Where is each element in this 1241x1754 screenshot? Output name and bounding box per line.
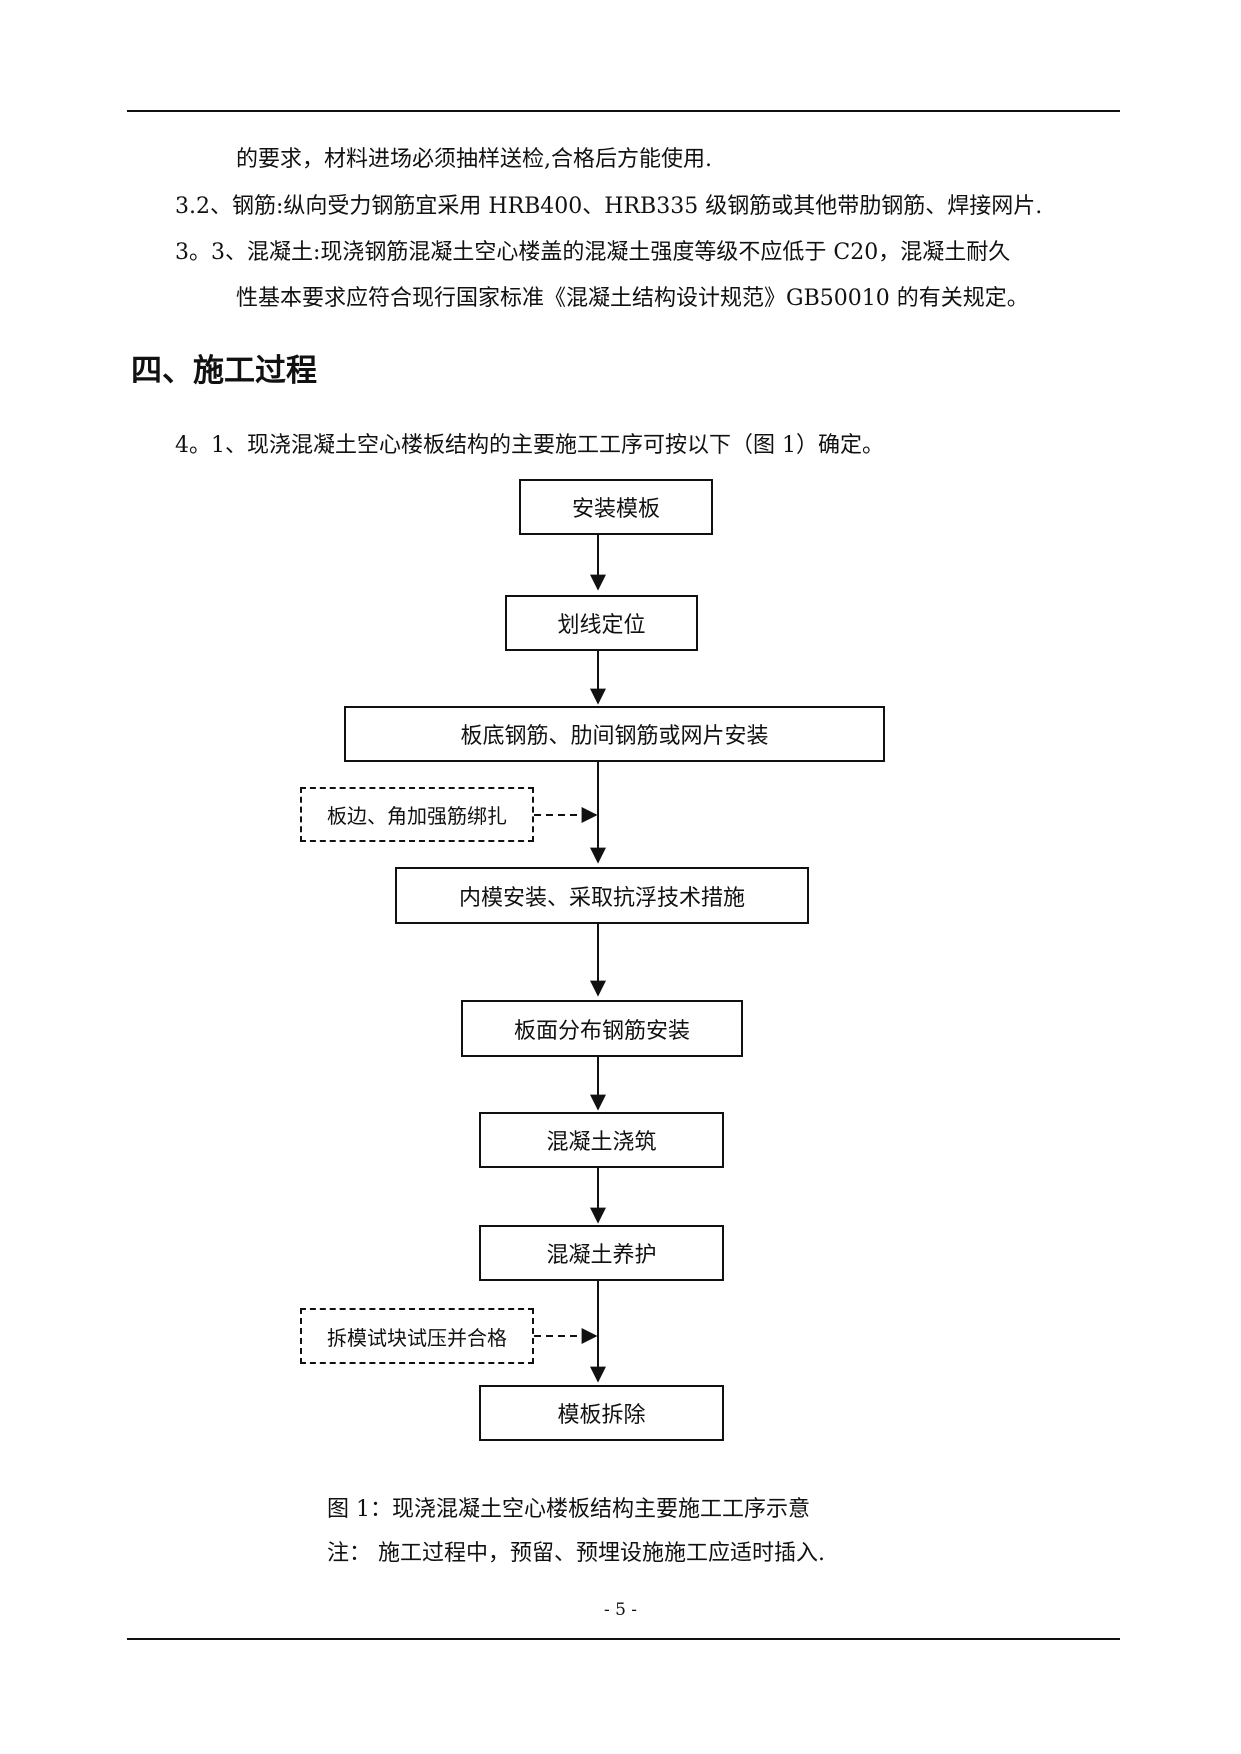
paragraph-3-3-line2: 性基本要求应符合现行国家标准《混凝土结构设计规范》GB50010 的有关规定。	[236, 286, 1029, 311]
figure-note: 注： 施工过程中，预留、预埋设施施工应适时插入.	[327, 1541, 825, 1566]
intro-4-1: 4。1、现浇混凝土空心楼板结构的主要施工工序可按以下（图 1）确定。	[175, 433, 884, 458]
flow-step-formwork-removal: 模板拆除	[479, 1385, 724, 1441]
page-number: - 5 -	[603, 1600, 638, 1620]
flow-step-install-formwork: 安装模板	[519, 479, 713, 535]
header-rule	[127, 110, 1120, 112]
flow-side-edge-reinforcement: 板边、角加强筋绑扎	[300, 787, 534, 842]
paragraph-3-3-line1: 3。3、混凝土:现浇钢筋混凝土空心楼盖的混凝土强度等级不应低于 C20，混凝土耐…	[175, 240, 1011, 265]
figure-caption: 图 1：现浇混凝土空心楼板结构主要施工工序示意	[327, 1497, 810, 1522]
paragraph-continued: 的要求，材料进场必须抽样送检,合格后方能使用.	[236, 147, 712, 172]
section-heading: 四、施工过程	[131, 353, 317, 389]
flow-side-specimen-test: 拆模试块试压并合格	[300, 1308, 534, 1364]
flow-step-layout-positioning: 划线定位	[505, 595, 698, 651]
flow-step-inner-mold: 内模安装、采取抗浮技术措施	[395, 867, 809, 924]
flow-step-bottom-rebar: 板底钢筋、肋间钢筋或网片安装	[344, 706, 885, 762]
flow-step-concrete-pouring: 混凝土浇筑	[479, 1112, 724, 1168]
footer-rule	[127, 1638, 1120, 1640]
flow-step-top-rebar: 板面分布钢筋安装	[461, 1000, 743, 1057]
paragraph-3-2: 3.2、钢筋:纵向受力钢筋宜采用 HRB400、HRB335 级钢筋或其他带肋钢…	[175, 194, 1043, 219]
flow-step-concrete-curing: 混凝土养护	[479, 1225, 724, 1281]
